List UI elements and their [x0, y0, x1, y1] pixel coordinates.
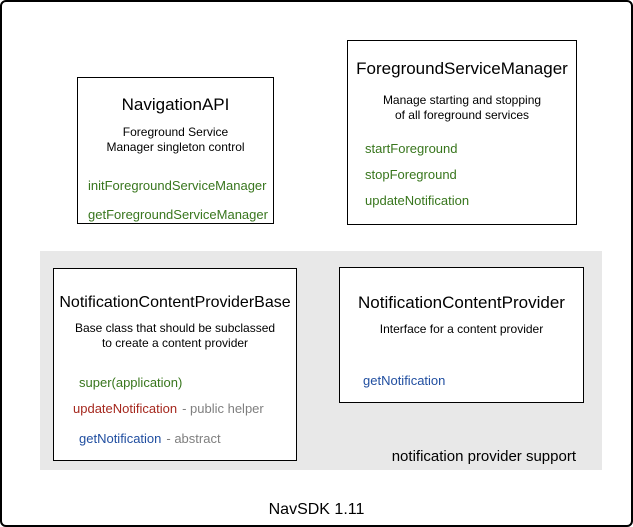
class-description: Foreground Service Manager singleton con…: [78, 125, 273, 155]
class-title-foreground-service-manager: ForegroundServiceManager: [356, 59, 568, 78]
method-stop-foreground: stopForeground: [365, 167, 457, 182]
description-line: Foreground Service: [122, 125, 229, 139]
class-box-notification-content-provider-base: NotificationContentProviderBase Base cla…: [53, 268, 297, 461]
method-update-notification: updateNotification - public helper: [73, 401, 264, 417]
class-box-foreground-service-manager: ForegroundServiceManager Manage starting…: [347, 40, 577, 225]
sdk-version-label: NavSDK 1.11: [268, 501, 365, 518]
method-get-foreground-service-manager: getForegroundServiceManager: [88, 207, 268, 222]
description-line: Base class that should be subclassed: [74, 321, 276, 335]
method-get-notification: getNotification: [363, 373, 446, 388]
class-box-notification-content-provider: NotificationContentProvider Interface fo…: [339, 267, 584, 403]
class-description: Base class that should be subclassed to …: [54, 321, 296, 351]
region-caption: notification provider support: [391, 448, 576, 465]
method-annotation: - public helper: [182, 401, 264, 416]
method-start-foreground: startForeground: [365, 141, 458, 156]
method-name: updateNotification: [73, 401, 178, 416]
class-title-navigation-api: NavigationAPI: [121, 95, 230, 114]
class-description: Interface for a content provider: [379, 322, 544, 336]
description-line: Manager singleton control: [106, 140, 245, 154]
method-annotation: - abstract: [166, 431, 221, 446]
description-line: of all foreground services: [394, 108, 530, 122]
description-line: Manage starting and stopping: [382, 93, 542, 107]
method-name: getNotification: [79, 431, 162, 446]
class-description: Manage starting and stopping of all fore…: [348, 93, 576, 123]
method-update-notification: updateNotification: [365, 193, 470, 208]
method-get-notification: getNotification - abstract: [79, 431, 221, 447]
description-line: to create a content provider: [101, 336, 249, 350]
class-box-navigation-api: NavigationAPI Foreground Service Manager…: [77, 77, 274, 224]
method-super-application: super(application): [79, 375, 183, 390]
class-title-notification-content-provider-base: NotificationContentProviderBase: [59, 294, 291, 311]
notification-provider-support-region: NotificationContentProviderBase Base cla…: [40, 251, 602, 470]
method-init-foreground-service-manager: initForegroundServiceManager: [88, 178, 267, 193]
class-title-notification-content-provider: NotificationContentProvider: [358, 293, 565, 312]
